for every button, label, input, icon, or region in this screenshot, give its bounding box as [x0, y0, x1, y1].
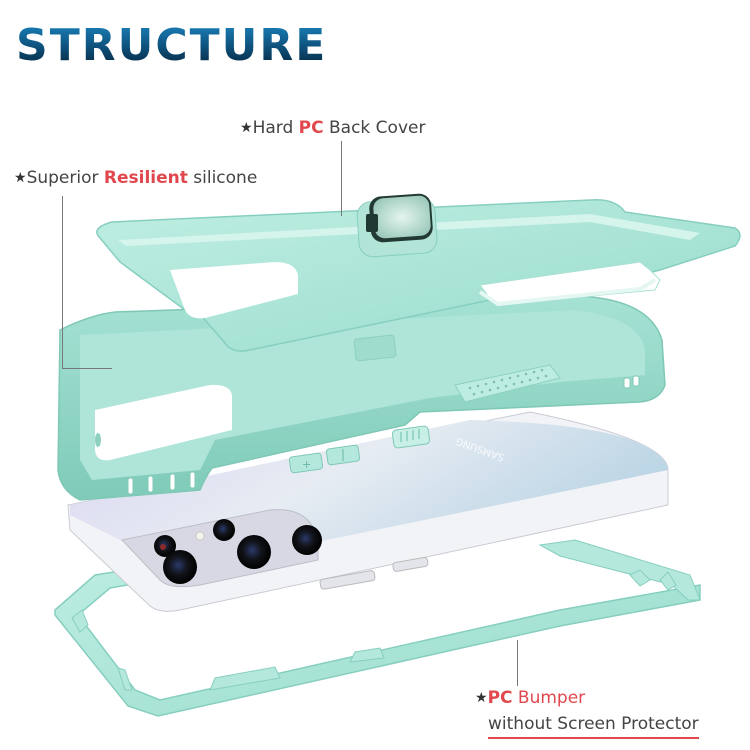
- callout-line-bumper: [517, 640, 518, 686]
- page-title: STRUCTURE: [16, 20, 328, 71]
- label-bumper-subtext: without Screen Protector: [488, 714, 699, 739]
- svg-text:+: +: [302, 458, 311, 471]
- phone-samsung: SAMSUNG: [67, 411, 669, 612]
- label-silicone-highlight: Resilient: [103, 168, 188, 188]
- star-icon: ★: [240, 120, 253, 136]
- label-bumper-highlight: PC: [487, 688, 513, 708]
- star-icon: ★: [14, 170, 27, 186]
- callout-line-back-cover: [341, 141, 342, 216]
- label-silicone-suffix: silicone: [187, 168, 258, 188]
- star-icon: ★: [475, 690, 488, 706]
- label-back-cover: ★Hard PC Back Cover: [240, 120, 425, 137]
- label-silicone: ★Superior Resilient silicone: [14, 170, 257, 187]
- label-bumper-suffix: Bumper: [512, 688, 586, 708]
- label-back-cover-prefix: Hard: [252, 118, 299, 138]
- hard-pc-back-cover: [96, 193, 741, 352]
- label-bumper-line2: without Screen Protector: [488, 714, 699, 739]
- label-back-cover-suffix: Back Cover: [323, 118, 426, 138]
- ring-holder: [356, 193, 438, 258]
- callout-line-silicone-horizontal: [62, 368, 112, 369]
- silicone-inner-shell: +: [57, 295, 666, 501]
- label-silicone-prefix: Superior: [26, 168, 104, 188]
- grip-dots-panel: [454, 364, 561, 403]
- label-back-cover-highlight: PC: [298, 118, 324, 138]
- volume-buttons: +: [288, 425, 431, 474]
- label-bumper: ★PC Bumper: [475, 690, 585, 707]
- callout-line-silicone-vertical: [62, 196, 63, 368]
